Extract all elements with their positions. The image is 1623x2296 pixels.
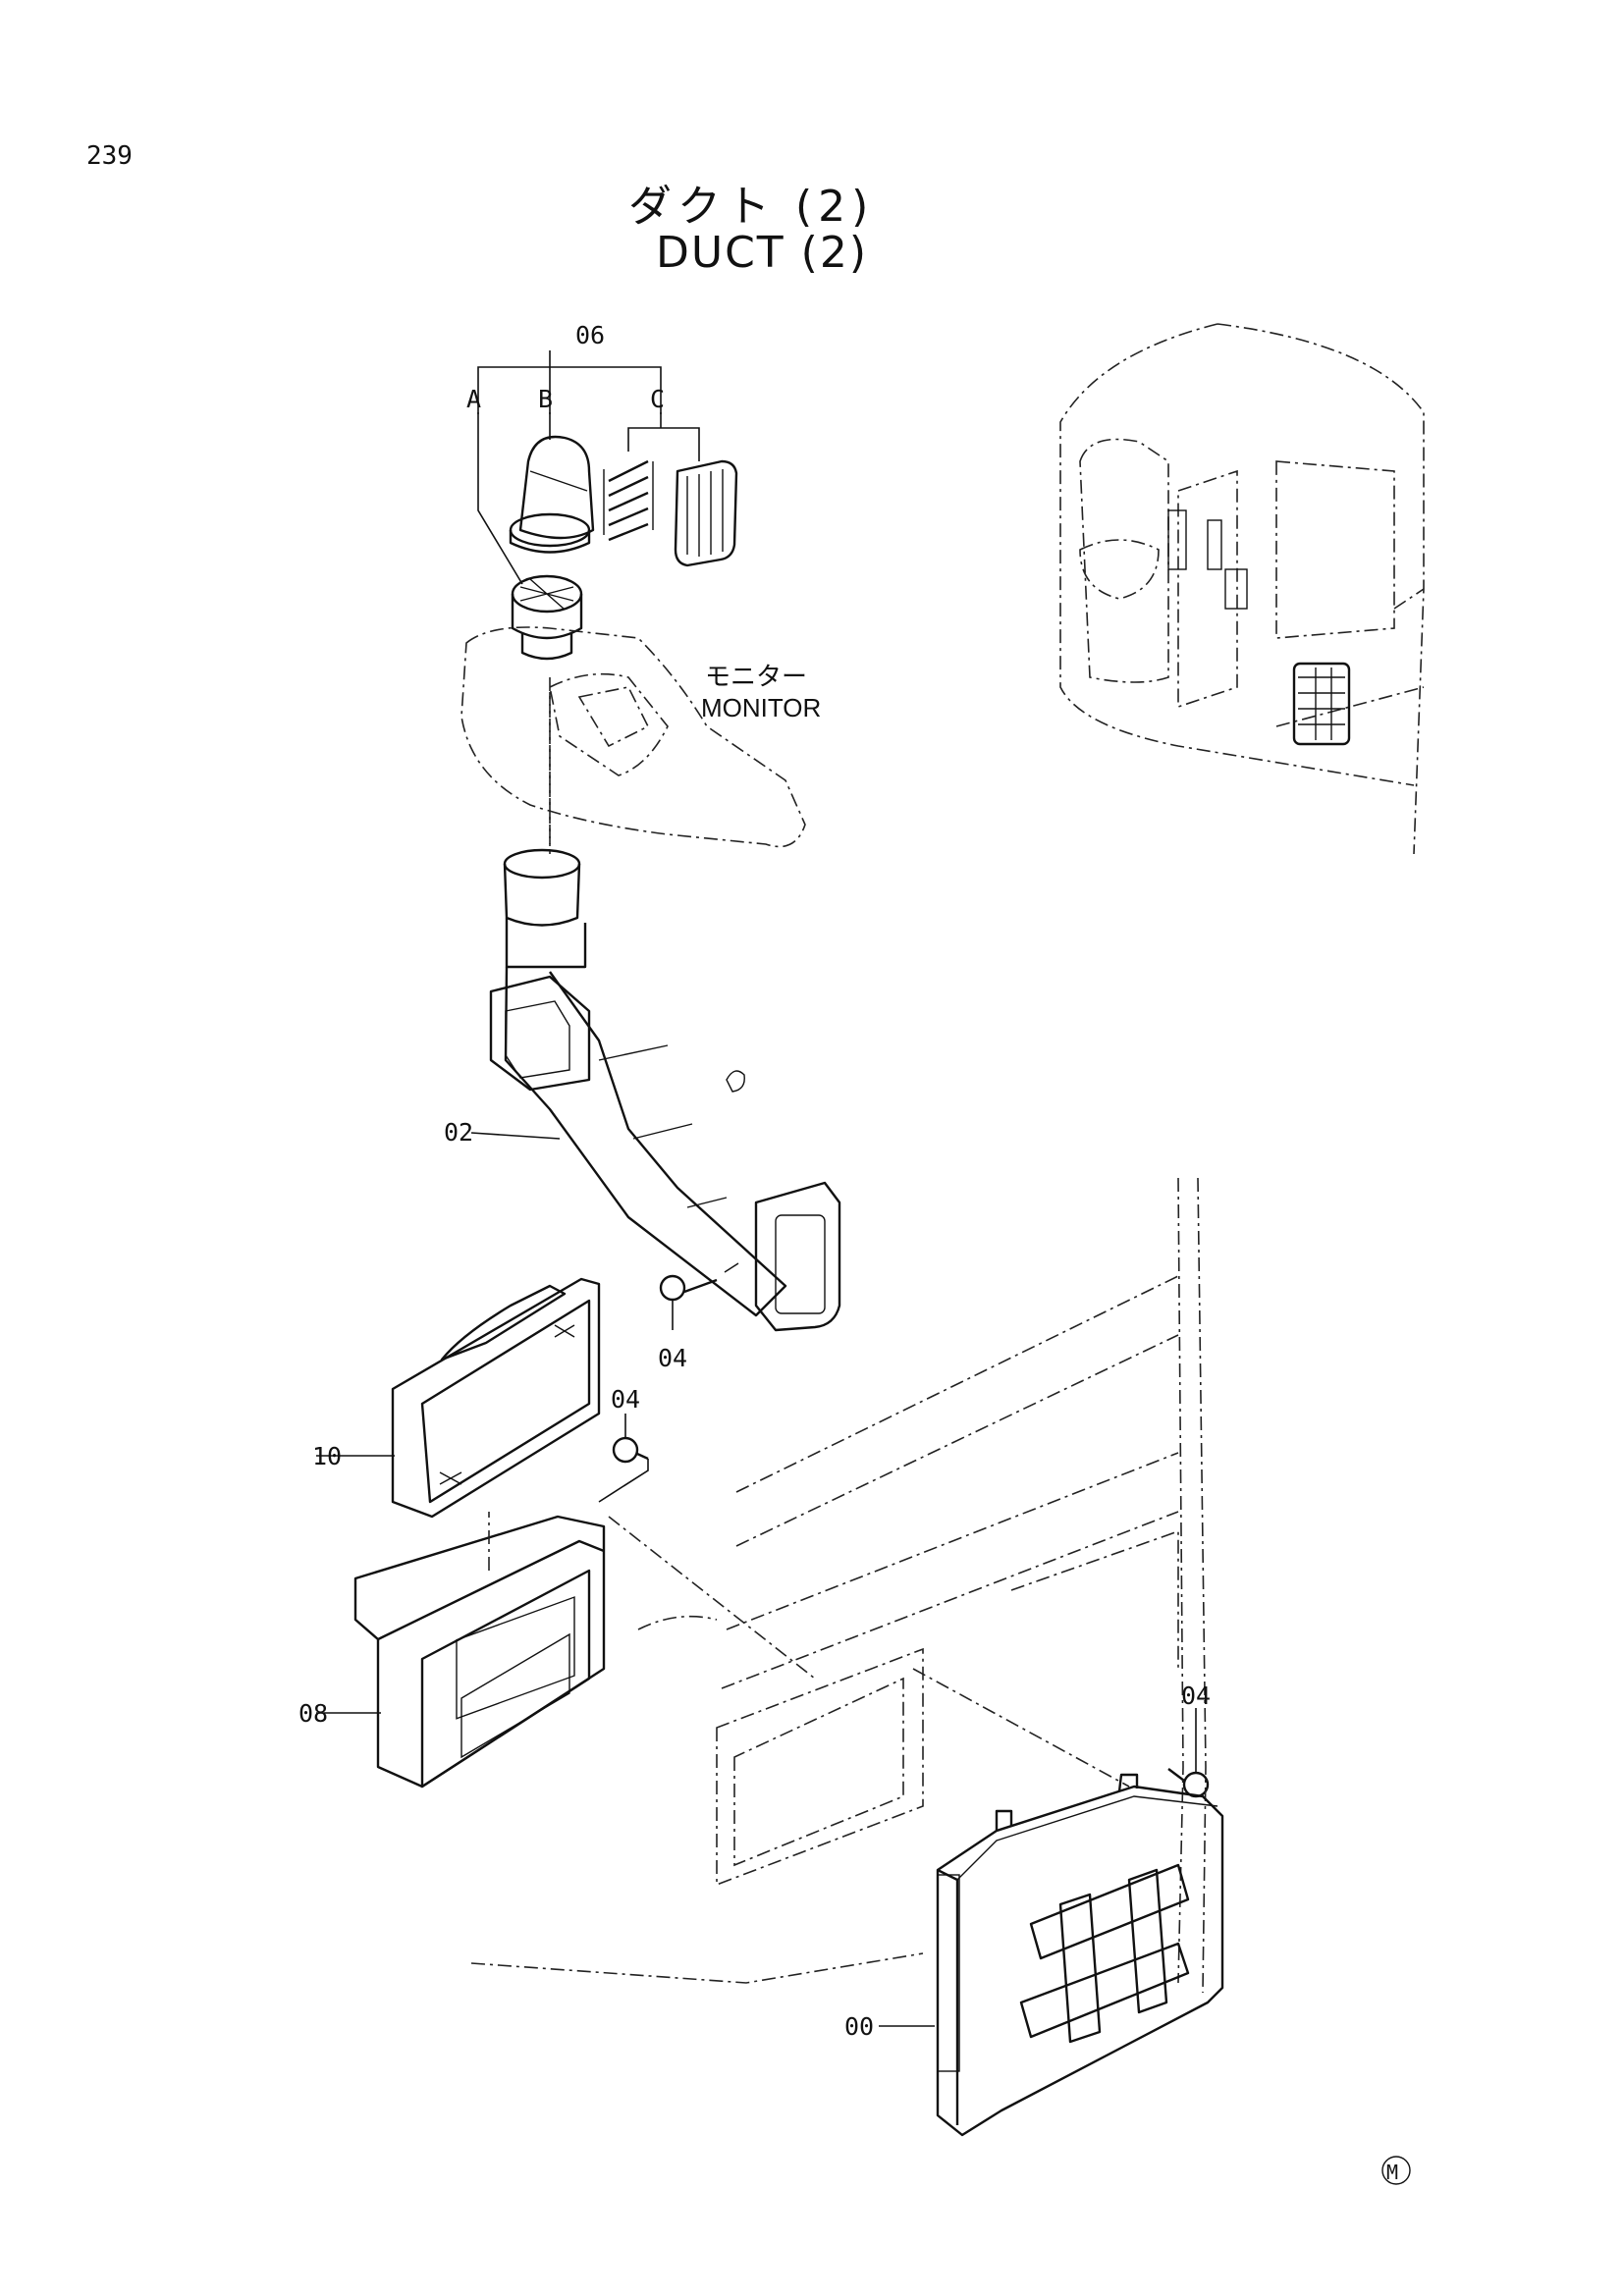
callout-04-middle: 04 — [611, 1385, 640, 1414]
part-10-filter — [316, 1277, 601, 1519]
vent-b-directional-nozzle — [509, 435, 595, 554]
cab-control-panel-detail — [1167, 509, 1248, 610]
callout-c: C — [650, 385, 665, 413]
title-english: DUCT (2) — [656, 228, 868, 278]
part-00-heater-cover — [879, 1773, 1224, 2137]
circled-m-mark: M — [1381, 2156, 1411, 2185]
monitor-label-jp: モニター — [705, 662, 807, 691]
callout-08: 08 — [298, 1699, 328, 1728]
title-japanese: ダクト (2) — [628, 182, 875, 232]
part-08-filter-case — [316, 1512, 606, 1789]
callout-06: 06 — [575, 321, 605, 349]
cab-rear-panel — [470, 1177, 1207, 1994]
cab-vent-detail — [1292, 662, 1351, 746]
monitor-housing — [460, 626, 806, 848]
callout-04-lower: 04 — [1181, 1682, 1211, 1710]
monitor-label-en: MONITOR — [701, 693, 821, 722]
vent-a-round-louver — [511, 574, 583, 661]
callout-b: B — [538, 385, 553, 413]
vent-c-grille — [674, 459, 738, 567]
part-06-vent-set — [477, 350, 738, 661]
cab-overview — [1059, 323, 1425, 855]
callout-04-upper: 04 — [658, 1344, 687, 1372]
callout-00: 00 — [844, 2012, 874, 2041]
callout-10: 10 — [312, 1442, 342, 1470]
screw-04-middle — [612, 1436, 649, 1464]
screw-04-upper — [659, 1262, 739, 1302]
callout-a: A — [466, 385, 481, 413]
svg-text:M: M — [1386, 2161, 1398, 2184]
callout-02: 02 — [444, 1118, 473, 1147]
vent-c-louver-blades — [603, 459, 654, 542]
page-number: 239 — [86, 141, 133, 171]
part-02-duct — [470, 848, 841, 1332]
